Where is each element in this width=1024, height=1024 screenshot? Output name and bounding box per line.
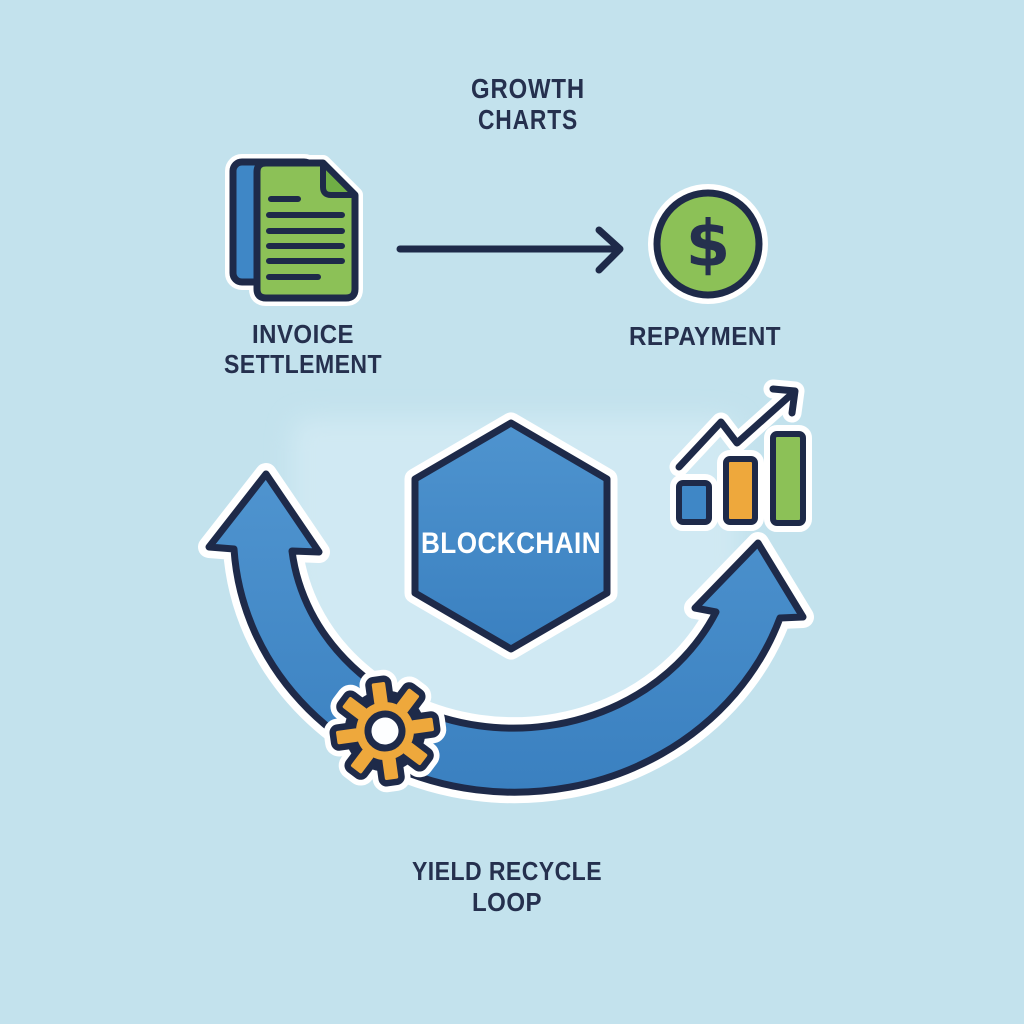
loop-label-line2: LOOP <box>472 887 542 917</box>
gear-icon <box>326 672 443 789</box>
dollar-coin-icon: $ <box>648 184 768 304</box>
document-text-lines <box>266 196 345 280</box>
repayment-label: REPAYMENT <box>629 321 781 351</box>
header-line2: CHARTS <box>478 104 578 135</box>
blockchain-label: BLOCKCHAIN <box>421 527 601 560</box>
header-line1: GROWTH <box>471 73 585 104</box>
loop-label-line1: YIELD RECYCLE <box>412 856 602 886</box>
invoice-label-line1: INVOICE <box>252 319 354 349</box>
invoice-label-line2: SETTLEMENT <box>224 349 382 379</box>
folded-corner <box>320 160 358 198</box>
trend-arrow <box>675 385 799 471</box>
bar-medium-orange <box>723 456 758 525</box>
rising-bar-chart-icon <box>669 379 812 532</box>
hexagon-badge: BLOCKCHAIN <box>415 423 607 649</box>
gear-hub <box>364 710 406 752</box>
right-arrow-icon <box>396 226 624 274</box>
dollar-sign: $ <box>686 208 731 282</box>
document-pages-icon <box>233 162 355 298</box>
bar-tall-green <box>770 431 806 526</box>
bar-small-blue <box>676 480 712 525</box>
